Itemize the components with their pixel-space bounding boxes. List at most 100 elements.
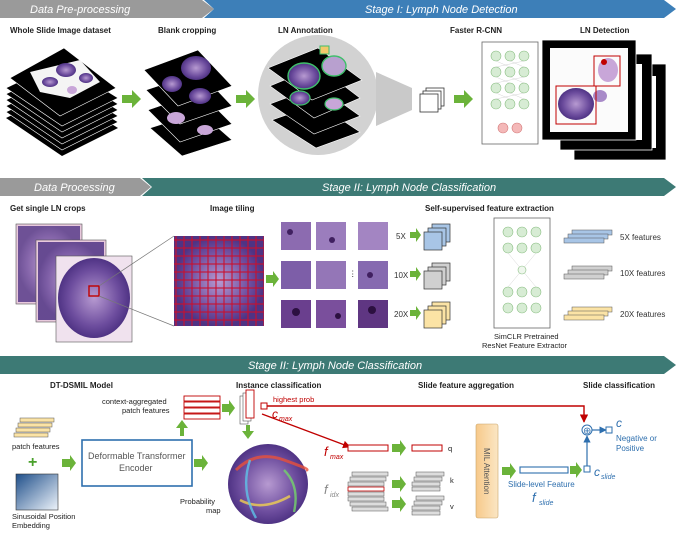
c-slide-symbol: c (594, 465, 600, 479)
c-max-subscript: max (279, 416, 293, 423)
c-max-symbol: c (272, 407, 278, 421)
f-slide-subscript: slide (539, 500, 554, 507)
banner-stage2-bottom: Stage II: Lymph Node Classification (0, 356, 676, 374)
extractor-label-1: SimCLR Pretrained (494, 332, 559, 341)
encoder-label-2: Encoder (119, 463, 153, 473)
context-feature-bars (183, 395, 221, 420)
banner-stage2-bottom-label: Stage II: Lymph Node Classification (248, 360, 422, 372)
context-to-instance-arrow (222, 400, 235, 416)
f-max-bar (347, 444, 389, 452)
f-max-symbol: f (324, 444, 329, 459)
rcnn-input-cubes (419, 87, 445, 113)
k-bars (411, 471, 445, 492)
image-tiling-heading: Image tiling (210, 204, 255, 213)
output-box (605, 426, 613, 434)
extractor-label-2: ResNet Feature Extractor (482, 341, 568, 350)
c-output-symbol: c (616, 416, 622, 430)
instance-to-fmax-line (261, 413, 351, 449)
banner-stage2-top: Stage II: Lymph Node Classification (142, 178, 676, 196)
sum-symbol: ⊕ (583, 426, 591, 437)
ln-detection-slides (541, 39, 667, 161)
banner-stage2-top-label: Stage II: Lymph Node Classification (322, 182, 496, 194)
position-label-1: Sinusoidal Position (12, 512, 75, 521)
mil-attention-label: MIL Attention (482, 448, 491, 494)
fidx-to-k-arrow (392, 476, 406, 492)
embed-to-encoder-arrow (62, 455, 76, 471)
blank-cropping-heading: Blank cropping (158, 26, 216, 35)
feature-5x: 5X features (620, 233, 661, 242)
simclr-network (493, 217, 551, 329)
slide-to-cslide-arrow (570, 462, 582, 478)
scores-to-map-arrow (242, 425, 254, 439)
ln-annotation-magnifier (258, 35, 378, 155)
tiling-grid (174, 236, 264, 326)
instance-cls-heading: Instance classification (236, 381, 321, 390)
encoder-to-map-arrow (194, 455, 208, 471)
ln-detection-heading: LN Detection (580, 26, 629, 35)
c-slide-label: c slide (594, 465, 616, 481)
q-bar (411, 444, 443, 452)
row1-arrows (122, 90, 473, 108)
faster-rcnn-network (481, 41, 539, 145)
feature-bars (563, 229, 613, 321)
c-max-label: c max (272, 407, 293, 423)
prob-map-label-1: Probability (180, 497, 215, 506)
mag-20x: 20X (394, 310, 409, 319)
patch-tiles (281, 222, 388, 328)
cmax-to-sum-line (267, 405, 589, 423)
magnifier-cone (376, 72, 412, 126)
patch-features-label: patch features (12, 442, 60, 451)
deformable-transformer-encoder (81, 439, 193, 487)
mag-arrows (410, 228, 421, 320)
patch-feature-bars (13, 417, 55, 438)
context-label-1: context-aggregated (102, 397, 167, 406)
mil-attention-block (475, 423, 499, 519)
ln-annotation-heading: LN Annotation (278, 26, 333, 35)
patch-dots: ⋮ (349, 269, 357, 278)
outcome-label-2: Positive (616, 444, 645, 453)
banner-processing-label: Data Processing (34, 182, 116, 194)
slide-agg-heading: Slide feature aggregation (418, 381, 514, 390)
f-max-subscript: max (330, 454, 344, 461)
probability-map (228, 442, 310, 526)
feature-10x: 10X features (620, 269, 665, 278)
fmax-to-q-arrow (392, 440, 406, 456)
f-slide-symbol: f (532, 490, 537, 505)
cropped-slide-stack (143, 49, 233, 157)
context-label-2: patch features (122, 406, 170, 415)
f-idx-symbol: f (324, 482, 329, 497)
c-slide-subscript: slide (601, 474, 616, 481)
single-crops-heading: Get single LN crops (10, 204, 86, 213)
mil-to-slide-arrow (502, 463, 516, 479)
slide-cls-heading: Slide classification (583, 381, 655, 390)
position-embedding-image (15, 473, 59, 511)
banner-preprocessing: Data Pre-processing (0, 0, 214, 18)
v-label: v (450, 502, 454, 511)
v-bars (411, 495, 445, 516)
c-slide-box (583, 465, 591, 473)
prob-map-label-2: map (206, 506, 221, 515)
f-max-label: f max (324, 444, 344, 461)
highest-prob-label: highest prob (273, 395, 314, 404)
mag-10x: 10X (394, 271, 409, 280)
position-label-2: Embedding (12, 521, 50, 530)
mag-cubes (423, 223, 451, 329)
ssl-heading: Self-supervised feature extraction (425, 204, 554, 213)
banner-processing: Data Processing (0, 178, 151, 196)
wsi-dataset-heading: Whole Slide Image dataset (10, 26, 111, 35)
dtdsmil-heading: DT-DSMIL Model (50, 381, 113, 390)
banner-preprocessing-label: Data Pre-processing (30, 4, 131, 16)
banner-stage1: Stage I: Lymph Node Detection (204, 0, 676, 18)
instance-scores (239, 389, 268, 425)
encoder-up-arrow (176, 420, 188, 436)
q-label: q (448, 444, 452, 453)
f-idx-label: f idx (324, 482, 339, 499)
tiling-arrow (266, 271, 279, 287)
wsi-slide-stack (5, 47, 119, 156)
f-idx-bars (347, 471, 389, 512)
fidx-to-v-arrow (392, 496, 406, 512)
feature-20x: 20X features (620, 310, 665, 319)
banner-stage1-label: Stage I: Lymph Node Detection (365, 4, 518, 16)
zoom-lines (98, 235, 175, 327)
